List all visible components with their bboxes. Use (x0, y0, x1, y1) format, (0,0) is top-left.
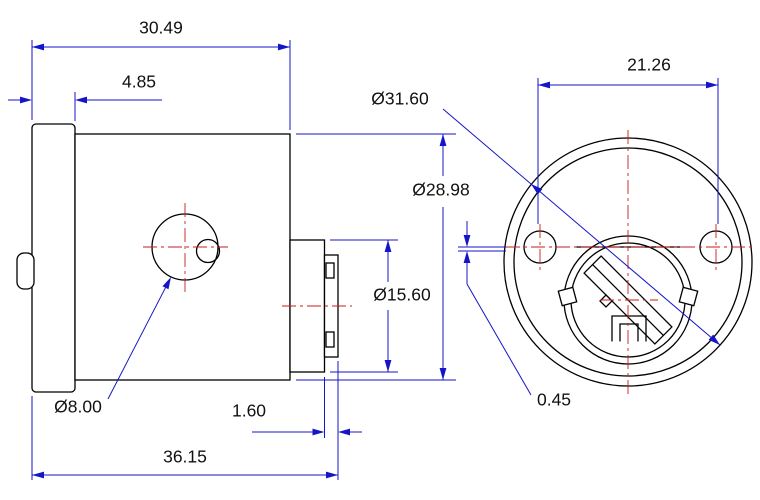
side-view (16, 123, 339, 393)
dim-body-diameter: Ø28.98 (296, 133, 470, 381)
dim-mounting-hole-spacing: 21.26 (537, 55, 719, 224)
arrowhead-icon (439, 368, 447, 380)
pin-hole-circle (195, 238, 221, 264)
cam-detent-top (325, 262, 335, 279)
arrowhead-icon (439, 134, 447, 146)
retainer-tab-left (557, 286, 578, 307)
dim-flange-thickness: 4.85 (8, 72, 162, 121)
arrowhead-icon (312, 428, 325, 436)
dim-flange-thickness-label: 4.85 (122, 72, 156, 92)
dim-hole-diameter: Ø8.00 (54, 277, 171, 417)
arrowhead-icon (531, 184, 543, 195)
flange-outline (31, 123, 76, 393)
arrowhead-icon (162, 277, 171, 290)
dim-hole-diameter-label: Ø8.00 (54, 397, 102, 417)
retainer-tab-right (678, 286, 699, 307)
dim-body-length-label: 30.49 (139, 18, 183, 38)
arrowhead-icon (32, 471, 44, 479)
keyway-edge-notch (16, 252, 35, 290)
arrowhead-icon (338, 428, 350, 436)
arrowhead-icon (20, 96, 32, 104)
dim-overall-length-label: 36.15 (163, 447, 207, 467)
dim-cam-diameter-label: Ø15.60 (373, 285, 431, 305)
arrowhead-icon (384, 360, 392, 372)
dim-cam-tip-thickness-label: 1.60 (232, 401, 266, 421)
cam-detent-bottom (325, 331, 335, 348)
dim-flange-diameter: Ø31.60 (371, 89, 721, 346)
arrowhead-icon (463, 235, 471, 247)
arrowhead-icon (708, 334, 720, 345)
plug-bottom-cutout (611, 315, 647, 342)
arrowhead-icon (278, 43, 290, 51)
leader-line (442, 108, 721, 346)
arrowhead-icon (32, 43, 44, 51)
dim-flange-diameter-label: Ø31.60 (371, 89, 429, 109)
arrowhead-icon (538, 81, 550, 89)
dim-plug-offset: 0.45 (458, 221, 571, 410)
dim-cam-diameter: Ø15.60 (330, 239, 431, 373)
centerlines (143, 130, 752, 394)
dim-body-length: 30.49 (31, 18, 291, 130)
dim-body-diameter-label: Ø28.98 (412, 180, 469, 200)
dim-mounting-hole-spacing-label: 21.26 (627, 55, 671, 75)
arrowhead-icon (706, 81, 718, 89)
leader-line (466, 283, 532, 396)
arrowhead-icon (75, 96, 87, 104)
arrowhead-icon (326, 471, 338, 479)
body-outline (74, 133, 291, 381)
keyway-nib (599, 294, 613, 308)
dim-plug-offset-label: 0.45 (537, 390, 571, 410)
arrowhead-icon (384, 240, 392, 252)
dimensions: 30.49 4.85 Ø28.98 (8, 18, 721, 480)
dim-cam-tip-thickness: 1.60 (232, 377, 362, 438)
leader-line (107, 287, 166, 400)
arrowhead-icon (463, 251, 471, 263)
dim-overall-length: 36.15 (31, 361, 339, 480)
